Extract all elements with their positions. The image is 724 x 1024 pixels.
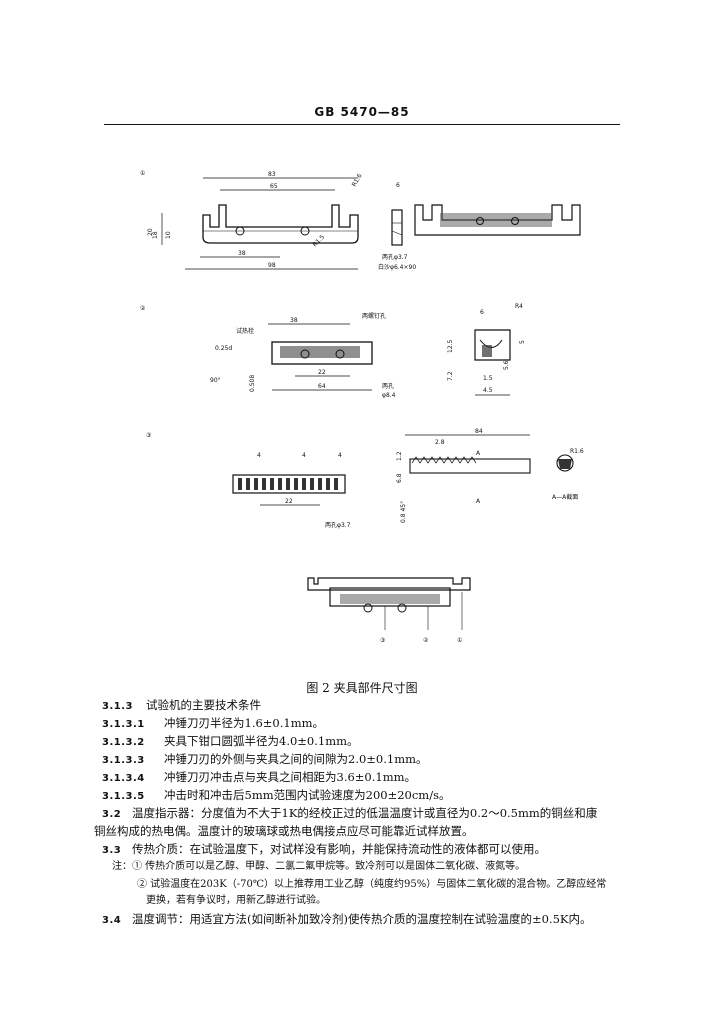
svg-text:R1.5: R1.5 xyxy=(311,234,326,249)
svg-text:4: 4 xyxy=(338,452,342,459)
svg-text:R4: R4 xyxy=(515,303,523,310)
note-1: 注：① 传热介质可以是乙醇、甲醇、二氯二氟甲烷等。致冷剂可以是固体二氧化碳、液氮… xyxy=(112,861,526,872)
svg-text:64: 64 xyxy=(318,383,326,390)
svg-text:白沙φ6.4×90: 白沙φ6.4×90 xyxy=(378,263,416,271)
standard-header: GB 5470—85 xyxy=(314,105,410,119)
svg-text:12.5: 12.5 xyxy=(447,339,454,353)
svg-text:②: ② xyxy=(423,637,429,644)
fig-mark-1: ① xyxy=(140,170,145,177)
svg-text:1.5: 1.5 xyxy=(483,375,493,382)
svg-text:①: ① xyxy=(457,637,462,644)
svg-text:2.8: 2.8 xyxy=(435,439,445,446)
svg-text:22: 22 xyxy=(285,498,293,505)
svg-text:R1.6: R1.6 xyxy=(570,448,584,455)
fig-part-1: ① 83 65 R1.6 20 18 10 R1.5 38 98 6 两孔φ3.… xyxy=(140,165,581,289)
svg-text:4: 4 xyxy=(302,452,306,459)
svg-text:7.2: 7.2 xyxy=(447,371,454,381)
svg-text:20: 20 xyxy=(147,228,154,236)
svg-text:③: ③ xyxy=(380,637,385,644)
svg-text:1.2: 1.2 xyxy=(396,451,403,461)
svg-text:38: 38 xyxy=(290,317,298,324)
svg-text:83: 83 xyxy=(268,171,276,178)
svg-text:0.25d: 0.25d xyxy=(215,345,232,352)
svg-text:5: 5 xyxy=(519,340,526,344)
svg-text:A—A截面: A—A截面 xyxy=(552,493,578,501)
svg-text:65: 65 xyxy=(270,183,278,190)
svg-text:φ8.4: φ8.4 xyxy=(382,392,396,399)
svg-text:38: 38 xyxy=(238,250,246,257)
figure-caption: 图 2 夹具部件尺寸图 xyxy=(306,681,418,695)
svg-text:0.8 45°: 0.8 45° xyxy=(400,501,407,523)
clause-3-2-cont: 铜丝构成的热电偶。温度计的玻璃球或热电偶接点应尽可能靠近试样放置。 xyxy=(94,824,474,838)
header-rule xyxy=(104,124,620,125)
note-2: ② 试验温度在203K（-70℃）以上推荐用工业乙醇（纯度约95%）与固体二氧化… xyxy=(137,879,607,890)
svg-text:两孔: 两孔 xyxy=(382,382,394,390)
svg-text:A: A xyxy=(476,450,481,457)
svg-text:A: A xyxy=(476,498,481,505)
svg-text:90°: 90° xyxy=(210,377,221,384)
svg-text:10: 10 xyxy=(165,231,172,239)
svg-text:6.8: 6.8 xyxy=(396,473,403,483)
fig-assembly: ③ ② ① xyxy=(300,570,480,654)
svg-text:5.6: 5.6 xyxy=(503,360,510,370)
svg-text:22: 22 xyxy=(318,369,326,376)
svg-text:两孔φ3.7: 两孔φ3.7 xyxy=(382,253,408,261)
svg-text:98: 98 xyxy=(268,262,276,269)
svg-text:6: 6 xyxy=(396,182,400,189)
svg-text:R1.6: R1.6 xyxy=(351,172,364,188)
svg-text:两孔φ3.7: 两孔φ3.7 xyxy=(325,521,351,529)
svg-text:两螺钉孔: 两螺钉孔 xyxy=(362,312,386,320)
fig-mark-3: ③ xyxy=(146,432,151,439)
svg-text:4: 4 xyxy=(257,452,261,459)
svg-text:6: 6 xyxy=(480,309,484,316)
svg-text:18: 18 xyxy=(152,231,159,239)
svg-text:试热栓: 试热栓 xyxy=(236,327,254,335)
svg-text:0.508: 0.508 xyxy=(249,375,256,392)
fig-part-3: ③ 4 4 4 22 两孔φ3.7 84 2.8 1.2 6.8 A A 0.8… xyxy=(140,425,584,544)
svg-text:84: 84 xyxy=(475,428,483,435)
note-2-cont: 更换，若有争议时，用新乙醇进行试验。 xyxy=(146,895,326,906)
fig-part-2: ② 38 两螺钉孔 试热栓 0.25d 90° 0.508 22 64 两孔 φ… xyxy=(140,300,580,414)
svg-text:4.5: 4.5 xyxy=(483,387,493,394)
fig-mark-2: ② xyxy=(140,305,146,312)
